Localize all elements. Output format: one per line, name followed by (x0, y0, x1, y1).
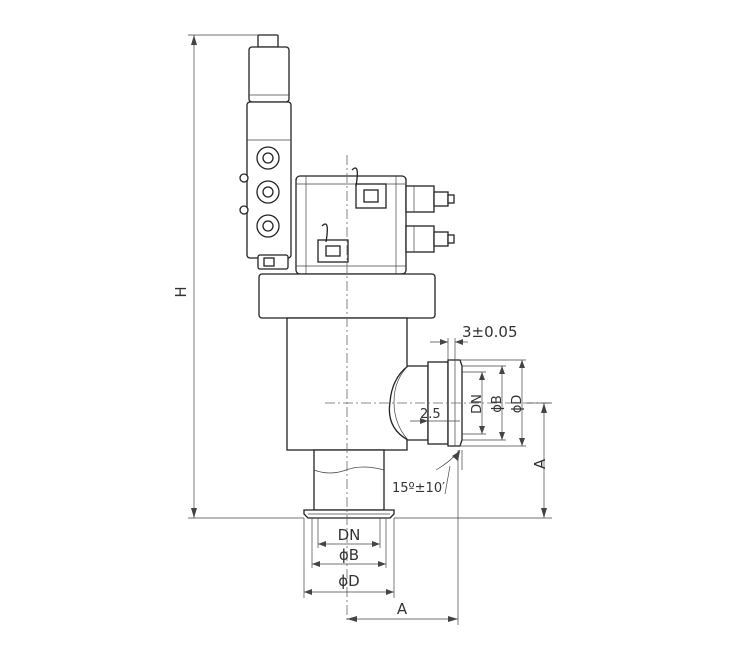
port-fitting-3 (256, 214, 280, 238)
dn-side-label: DN (470, 394, 485, 414)
b-bottom-label: ϕB (339, 546, 359, 564)
height-label: H (172, 286, 190, 297)
dimension-bottom-port: DN ϕB ϕD (303, 518, 395, 598)
dimension-gasket: 3±0.05 (430, 323, 518, 360)
dn-bottom-label: DN (338, 526, 361, 544)
dimension-side-port: DN ϕB ϕD (460, 359, 526, 447)
d-bottom-label: ϕD (338, 572, 359, 590)
dimension-angle: 15º±10′ (392, 449, 463, 496)
actuator-cylinder (295, 167, 455, 275)
gasket-label: 3±0.05 (462, 323, 518, 341)
a-bottom-label: A (397, 600, 408, 618)
offset-label: 2.5 (420, 407, 441, 422)
dimension-a-bottom: A (347, 450, 459, 625)
angle-label: 15º±10′ (392, 481, 445, 496)
d-side-label: ϕD (510, 395, 525, 414)
air-fitting-lower (405, 225, 455, 253)
b-side-label: ϕB (490, 395, 505, 413)
solenoid-valve (239, 34, 292, 270)
dimension-offset: 2.5 (410, 407, 460, 424)
port-fitting-1 (256, 146, 280, 170)
port-fitting-2 (256, 180, 280, 204)
dimension-h: H (172, 34, 304, 519)
dimension-a-right: A (394, 402, 552, 519)
valve-body (286, 317, 429, 451)
bottom-port-flange (303, 449, 395, 519)
a-right-label: A (531, 458, 549, 469)
air-fitting-upper (405, 185, 455, 213)
